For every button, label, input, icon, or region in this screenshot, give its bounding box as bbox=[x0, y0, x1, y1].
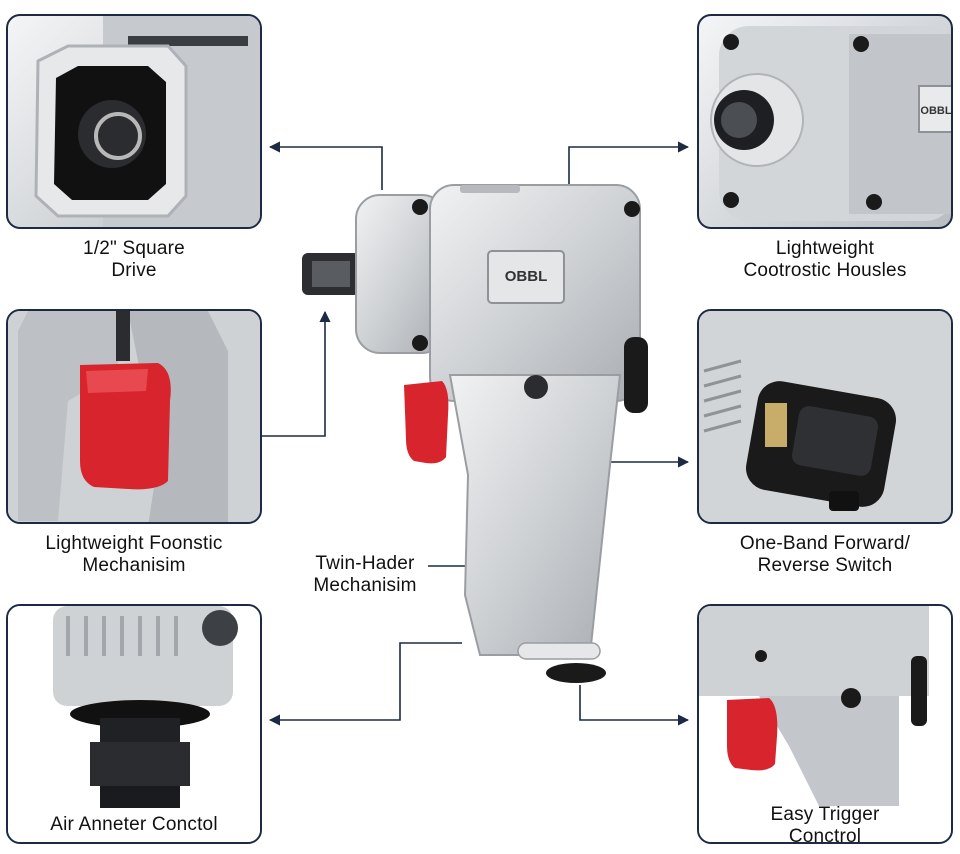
air-control-illustration bbox=[8, 606, 260, 842]
impact-wrench-illustration: OBBL bbox=[302, 184, 648, 683]
caption-switch: One-Band Forward/Reverse Switch bbox=[739, 533, 911, 576]
connector-square-drive bbox=[268, 141, 383, 190]
panel-easy-trigger bbox=[697, 604, 953, 844]
connector-housing bbox=[568, 141, 690, 190]
housing-brand-plate: OBBL bbox=[920, 105, 951, 117]
connector-easy-trigger bbox=[579, 685, 690, 726]
easy-trigger-illustration bbox=[699, 606, 951, 842]
trigger-icon bbox=[404, 381, 449, 464]
square-drive-illustration bbox=[34, 16, 260, 227]
switch-illustration bbox=[699, 311, 951, 522]
caption-air-control: Air Anneter Conctol bbox=[50, 814, 218, 835]
panel-trigger-mechanism bbox=[6, 309, 262, 524]
housing-illustration: OBBL bbox=[710, 26, 951, 221]
connector-air-control bbox=[268, 642, 462, 726]
trigger-mechanism-illustration bbox=[8, 311, 260, 522]
panel-air-control bbox=[6, 604, 262, 844]
panel-switch bbox=[697, 309, 953, 524]
panel-square-drive bbox=[6, 14, 262, 229]
reverse-switch-icon bbox=[624, 337, 648, 413]
tool-brand-plate: OBBL bbox=[505, 268, 548, 285]
panel-housing: OBBL bbox=[697, 14, 953, 229]
air-inlet-icon bbox=[546, 663, 606, 683]
